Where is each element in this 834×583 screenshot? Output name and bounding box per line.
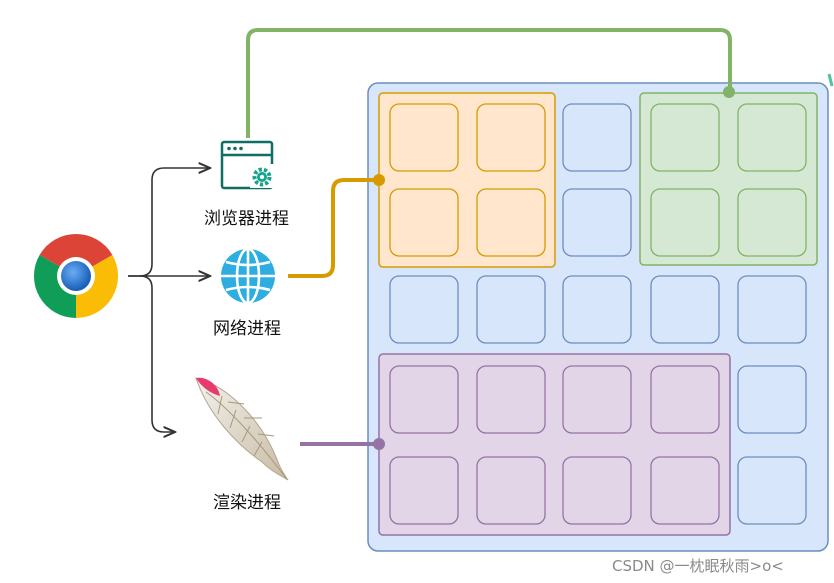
render-process-label: 渲染进程 bbox=[213, 493, 281, 513]
render-connector-dot bbox=[373, 438, 385, 450]
memory-cell bbox=[737, 103, 807, 172]
arrow-to-render bbox=[139, 275, 175, 432]
memory-cells bbox=[389, 103, 807, 525]
memory-cell bbox=[389, 365, 459, 434]
network-connector bbox=[288, 178, 379, 278]
browser-process-label: 浏览器进程 bbox=[204, 209, 289, 229]
memory-cell bbox=[389, 103, 459, 172]
memory-cell bbox=[389, 275, 459, 344]
memory-cell bbox=[562, 103, 632, 172]
memory-cell bbox=[476, 275, 546, 344]
memory-cell bbox=[737, 275, 807, 344]
memory-cell bbox=[562, 456, 632, 525]
chrome-logo-icon bbox=[33, 233, 119, 318]
memory-cell bbox=[650, 103, 720, 172]
memory-cell bbox=[650, 188, 720, 257]
memory-cell bbox=[389, 456, 459, 525]
network-process-label: 网络进程 bbox=[213, 319, 281, 339]
arrow-to-browser bbox=[128, 168, 210, 277]
memory-cell bbox=[389, 188, 459, 257]
feather-quill-icon bbox=[195, 377, 289, 481]
memory-cell bbox=[562, 188, 632, 257]
network-connector-dot bbox=[373, 174, 385, 186]
browser-window-gear-icon bbox=[220, 140, 274, 190]
browser-connector-dot bbox=[723, 86, 735, 98]
globe-icon bbox=[221, 247, 275, 305]
branch-arrows bbox=[128, 168, 210, 432]
memory-cell bbox=[562, 365, 632, 434]
memory-cell bbox=[476, 365, 546, 434]
corner-mark bbox=[827, 73, 834, 87]
memory-cell bbox=[562, 275, 632, 344]
memory-cell bbox=[650, 456, 720, 525]
memory-cell bbox=[476, 456, 546, 525]
browser-connector bbox=[246, 28, 732, 138]
memory-cell bbox=[650, 275, 720, 344]
memory-cell bbox=[650, 365, 720, 434]
memory-cell bbox=[476, 103, 546, 172]
memory-cell bbox=[737, 188, 807, 257]
memory-cell bbox=[737, 456, 807, 525]
memory-cell bbox=[476, 188, 546, 257]
memory-cell bbox=[737, 365, 807, 434]
watermark: CSDN @一枕眠秋雨>o< bbox=[612, 557, 784, 575]
